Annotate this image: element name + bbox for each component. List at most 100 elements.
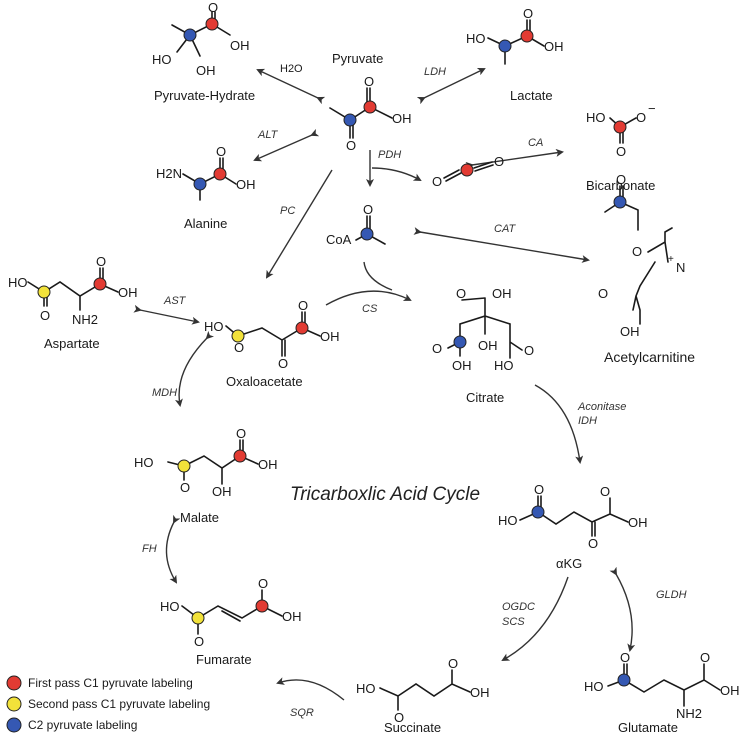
arrow-ogdc — [501, 576, 569, 661]
enzyme-ldh: LDH — [424, 66, 446, 78]
label-pyruvate: Pyruvate — [332, 51, 383, 66]
atom-ho: HO — [586, 110, 606, 125]
atom-o: O — [620, 650, 630, 665]
atom-o: O — [523, 6, 533, 21]
label-alanine: Alanine — [184, 216, 227, 231]
molecule-bonds — [27, 11, 721, 711]
fumarate-yellow-circle — [191, 611, 205, 625]
atom-o: O — [236, 426, 246, 441]
glutamate-circle — [617, 673, 631, 687]
atom-ho: HO — [204, 319, 224, 334]
atom-oh: OH — [282, 609, 302, 624]
lactate-c1-circle — [520, 29, 534, 43]
arrow-cat — [413, 227, 590, 263]
atom-oh: OH — [544, 39, 564, 54]
atom-oh: OH — [230, 38, 250, 53]
enzyme-ast: AST — [163, 295, 187, 307]
atom-o: O — [40, 308, 50, 323]
atom-oh: OH — [628, 515, 648, 530]
h2o-label: H2O — [280, 63, 303, 75]
atom-ho: HO — [356, 681, 376, 696]
enzyme-gldh: GLDH — [656, 589, 687, 601]
enzyme-idh: IDH — [578, 415, 597, 427]
atom-oh: OH — [212, 484, 232, 499]
malate-yellow-circle — [177, 459, 191, 473]
atom-o: O — [96, 254, 106, 269]
compound-names: Pyruvate Pyruvate-Hydrate Lactate Alanin… — [44, 51, 695, 735]
label-malate: Malate — [180, 510, 219, 525]
atom-h2n: H2N — [156, 166, 182, 181]
atom-ho: HO — [466, 31, 486, 46]
alanine-c2-circle — [193, 177, 207, 191]
enzyme-scs: SCS — [502, 616, 525, 628]
enzyme-aconitase: Aconitase — [577, 401, 626, 413]
reaction-arrows — [133, 68, 636, 701]
acetylcarnitine-circle — [613, 195, 627, 209]
aspartate-red-circle — [93, 277, 107, 291]
legend-label-first-pass: First pass C1 pyruvate labeling — [28, 676, 193, 690]
fumarate-red-circle — [255, 599, 269, 613]
atom-o: O — [194, 634, 204, 649]
malate-red-circle — [233, 449, 247, 463]
arrow-pc — [265, 169, 333, 279]
arrow-cs-acetyl — [363, 261, 393, 291]
label-akg: αKG — [556, 556, 582, 571]
atom-o: O — [598, 286, 608, 301]
atom-o: O — [616, 172, 626, 187]
atom-oh: OH — [392, 111, 412, 126]
enzyme-pdh: PDH — [378, 149, 401, 161]
atom-oh: OH — [196, 63, 216, 78]
atom-o: O — [448, 656, 458, 671]
legend-blue-circle — [6, 717, 22, 733]
atom-oh: OH — [258, 457, 278, 472]
atom-labels: O O OH O OH HO OH H2O O OH HO O OH H2N O… — [8, 0, 740, 725]
arrow-gldh — [609, 566, 636, 652]
legend-label-second-pass: Second pass C1 pyruvate labeling — [28, 697, 210, 711]
atom-ho: HO — [494, 358, 514, 373]
arrow-hydration — [256, 68, 326, 105]
label-lactate: Lactate — [510, 88, 553, 103]
atom-o: O — [456, 286, 466, 301]
atom-nh2: NH2 — [676, 706, 702, 721]
pyruvate-c1-circle — [363, 100, 377, 114]
label-aspartate: Aspartate — [44, 336, 100, 351]
atom-oh: OH — [452, 358, 472, 373]
label-fumarate: Fumarate — [196, 652, 252, 667]
label-bicarbonate: Bicarbonate — [586, 178, 655, 193]
oxaloacetate-yellow-circle — [231, 329, 245, 343]
enzyme-sqr: SQR — [290, 707, 314, 719]
atom-o: O — [278, 356, 288, 371]
atom-o: O — [432, 341, 442, 356]
label-circles — [37, 17, 631, 687]
atom-o: O — [394, 710, 404, 725]
akg-circle — [531, 505, 545, 519]
enzyme-labels: LDH ALT PDH CA PC CAT AST CS MDH Aconita… — [142, 66, 687, 719]
atom-oh: OH — [478, 338, 498, 353]
pyruvate-c2-circle — [343, 113, 357, 127]
atom-ho: HO — [160, 599, 180, 614]
enzyme-pc: PC — [280, 205, 295, 217]
atom-o: O — [494, 154, 504, 169]
atom-o: O — [632, 244, 642, 259]
aspartate-yellow-circle — [37, 285, 51, 299]
label-succinate: Succinate — [384, 720, 441, 735]
enzyme-ogdc: OGDC — [502, 601, 535, 613]
atom-o: O — [616, 144, 626, 159]
arrow-mdh — [174, 330, 215, 407]
atom-o: O — [258, 576, 268, 591]
atom-ho: HO — [8, 275, 28, 290]
atom-ho: HO — [152, 52, 172, 67]
atom-plus: + — [668, 254, 674, 265]
oxaloacetate-red-circle — [295, 321, 309, 335]
atom-o: O — [588, 536, 598, 551]
atom-o: O — [364, 74, 374, 89]
lactate-c2-circle — [498, 39, 512, 53]
co2-circle — [460, 163, 474, 177]
cycle-title: Tricarboxlic Acid Cycle — [290, 484, 480, 505]
arrow-ldh — [416, 68, 486, 105]
atom-o: O — [298, 298, 308, 313]
atom-oh: OH — [620, 324, 640, 339]
atom-o: O — [524, 343, 534, 358]
arrow-cs — [325, 290, 412, 306]
